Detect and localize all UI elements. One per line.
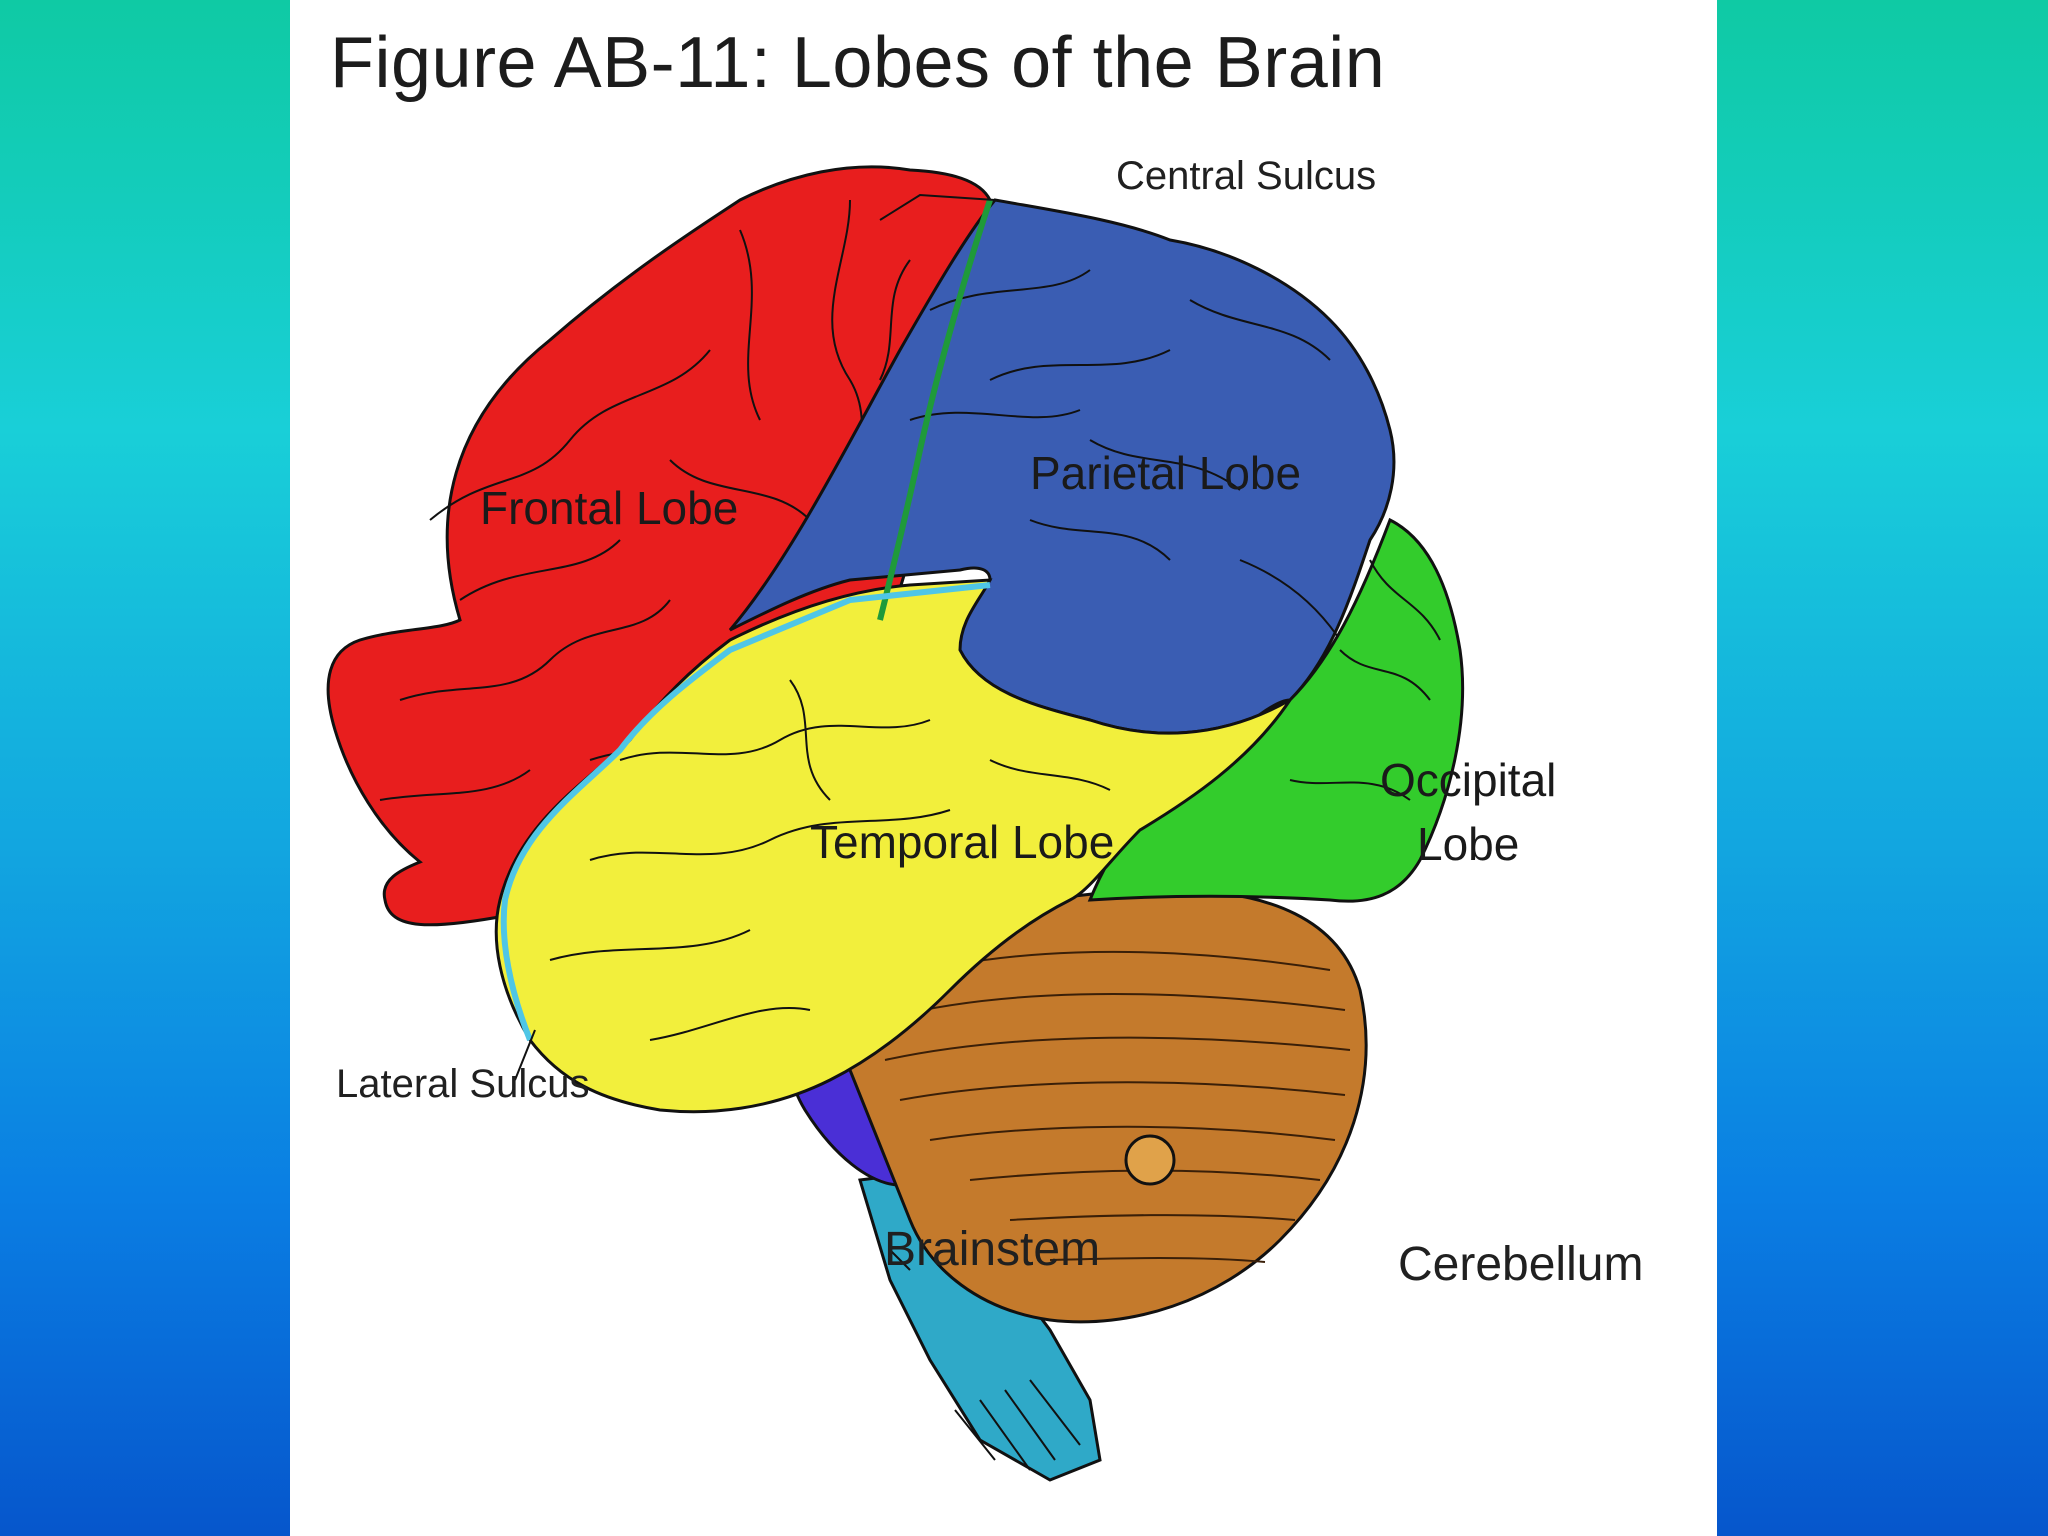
brainstem-striations: [954, 1379, 1081, 1471]
lateral-sulcus-label: Lateral Sulcus: [336, 1062, 590, 1106]
central-sulcus-edge: [877, 199, 993, 621]
temporal-lobe-label: Temporal Lobe: [810, 816, 1115, 868]
frontal-lobe-label: Frontal Lobe: [480, 482, 739, 534]
cerebellum-label: Cerebellum: [1398, 1238, 1644, 1291]
brain-diagram: [326, 165, 1465, 1482]
central-sulcus-leader: [879, 193, 996, 221]
lateral-sulcus-leader: [514, 1029, 536, 1081]
occipital-lobe-label-line1: Occipital: [1380, 754, 1557, 806]
temporal-lobe-region: [494, 578, 1292, 1114]
temporal-lobe-gyri: [549, 679, 1111, 1041]
figure-title: Figure AB-11: Lobes of the Brain: [330, 23, 1386, 103]
brainstem-leader: [889, 1249, 911, 1271]
central-sulcus-label: Central Sulcus: [1116, 154, 1377, 198]
occipital-lobe-gyri: [1289, 559, 1441, 801]
brainstem-label: Brainstem: [884, 1223, 1101, 1276]
figure-panel: Figure AB-11: Lobes of the Brain Central…: [290, 0, 1717, 1536]
occipital-lobe-label-line2: Lobe: [1417, 818, 1520, 870]
parietal-lobe-gyri: [909, 269, 1341, 641]
lateral-sulcus-edge: [500, 582, 991, 1042]
parietal-lobe-label: Parietal Lobe: [1030, 447, 1302, 499]
cerebellum-knot: [1124, 1134, 1176, 1186]
occipital-lobe-label: Occipital Lobe: [1380, 748, 1556, 876]
